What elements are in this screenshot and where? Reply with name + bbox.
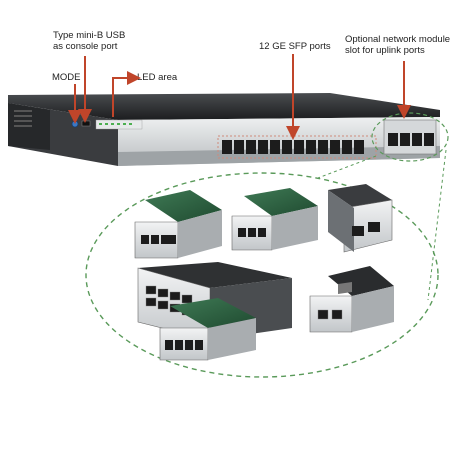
module-2-port-10g (328, 184, 393, 253)
sfp-port-row (222, 140, 364, 154)
mode-callout: MODE (52, 72, 81, 83)
module-4-port-sfp (134, 190, 222, 259)
network-module-slot (383, 119, 437, 155)
usb-console-callout: Type mini-B USB as console port (53, 30, 126, 52)
callout-arrows (68, 54, 411, 140)
modules-highlight-oval (85, 172, 439, 378)
mode-button (71, 120, 79, 128)
network-module-callout: Optional network module slot for uplink … (345, 34, 450, 56)
sfp-ports-callout: 12 GE SFP ports (259, 41, 331, 52)
module-4-port-sfp-front (159, 298, 256, 361)
switch-chassis (8, 93, 440, 166)
led-area (95, 119, 143, 130)
module-2-port-sfp (231, 188, 318, 251)
led-area-callout: LED area (137, 72, 178, 83)
usb-console-port (81, 120, 91, 127)
module-2-port-copper (309, 266, 394, 333)
